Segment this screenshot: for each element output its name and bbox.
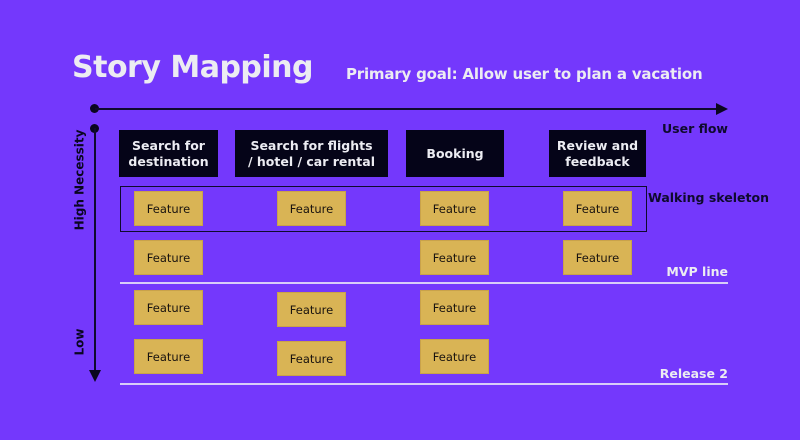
arrow-right-icon [716, 103, 728, 115]
arrow-down-icon [89, 370, 101, 382]
horizontal-axis-origin-dot [90, 104, 99, 113]
user-flow-label: User flow [662, 121, 728, 136]
step-search-destination: Search for destination [119, 130, 218, 177]
page-title: Story Mapping [72, 50, 314, 85]
high-necessity-label: High Necessity [72, 129, 87, 231]
feature-card[interactable]: Feature [134, 240, 203, 275]
walking-skeleton-box [120, 186, 647, 232]
walking-skeleton-label: Walking skeleton [648, 190, 769, 205]
mvp-line [120, 282, 728, 284]
primary-goal: Primary goal: Allow user to plan a vacat… [346, 65, 703, 83]
feature-card[interactable]: Feature [420, 339, 489, 374]
step-label: Booking [426, 145, 484, 161]
feature-card[interactable]: Feature [134, 191, 203, 226]
vertical-axis-line [94, 128, 96, 371]
step-review-feedback: Review and feedback [549, 130, 646, 177]
feature-card[interactable]: Feature [277, 292, 346, 327]
feature-card[interactable]: Feature [420, 290, 489, 325]
mvp-line-label: MVP line [666, 264, 728, 279]
feature-card[interactable]: Feature [134, 339, 203, 374]
step-label: Search for destination [128, 137, 209, 169]
feature-card[interactable]: Feature [563, 191, 632, 226]
step-label: Review and feedback [556, 137, 639, 169]
release-2-line [120, 383, 728, 385]
feature-card[interactable]: Feature [563, 240, 632, 275]
step-booking: Booking [406, 130, 504, 177]
feature-card[interactable]: Feature [277, 341, 346, 376]
low-label: Low [71, 328, 86, 356]
feature-card[interactable]: Feature [277, 191, 346, 226]
horizontal-axis-line [95, 108, 717, 110]
release-2-label: Release 2 [659, 366, 728, 381]
step-label: Search for flights / hotel / car rental [247, 137, 375, 169]
feature-card[interactable]: Feature [134, 290, 203, 325]
feature-card[interactable]: Feature [420, 191, 489, 226]
step-search-flights: Search for flights / hotel / car rental [235, 130, 388, 177]
feature-card[interactable]: Feature [420, 240, 489, 275]
